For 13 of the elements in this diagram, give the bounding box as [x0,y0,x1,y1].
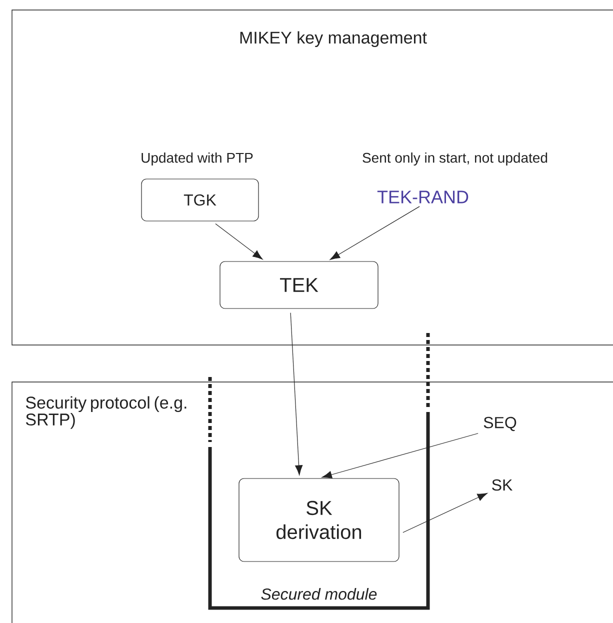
label: SEQ [484,416,516,432]
rounded-box: SK derivation [238,478,400,562]
label: SK [492,479,512,491]
arrow [215,223,263,260]
arrow [402,492,488,533]
node-label: Updated with PTP [142,152,253,166]
arrow [330,206,420,260]
arrow [322,433,478,478]
label: TEK-RAND [377,190,468,204]
rounded-box: TEK [220,261,378,309]
node-label: Sent only in start, not updated [362,152,548,166]
rounded-box: TGK [141,178,259,222]
arrow [290,312,303,476]
